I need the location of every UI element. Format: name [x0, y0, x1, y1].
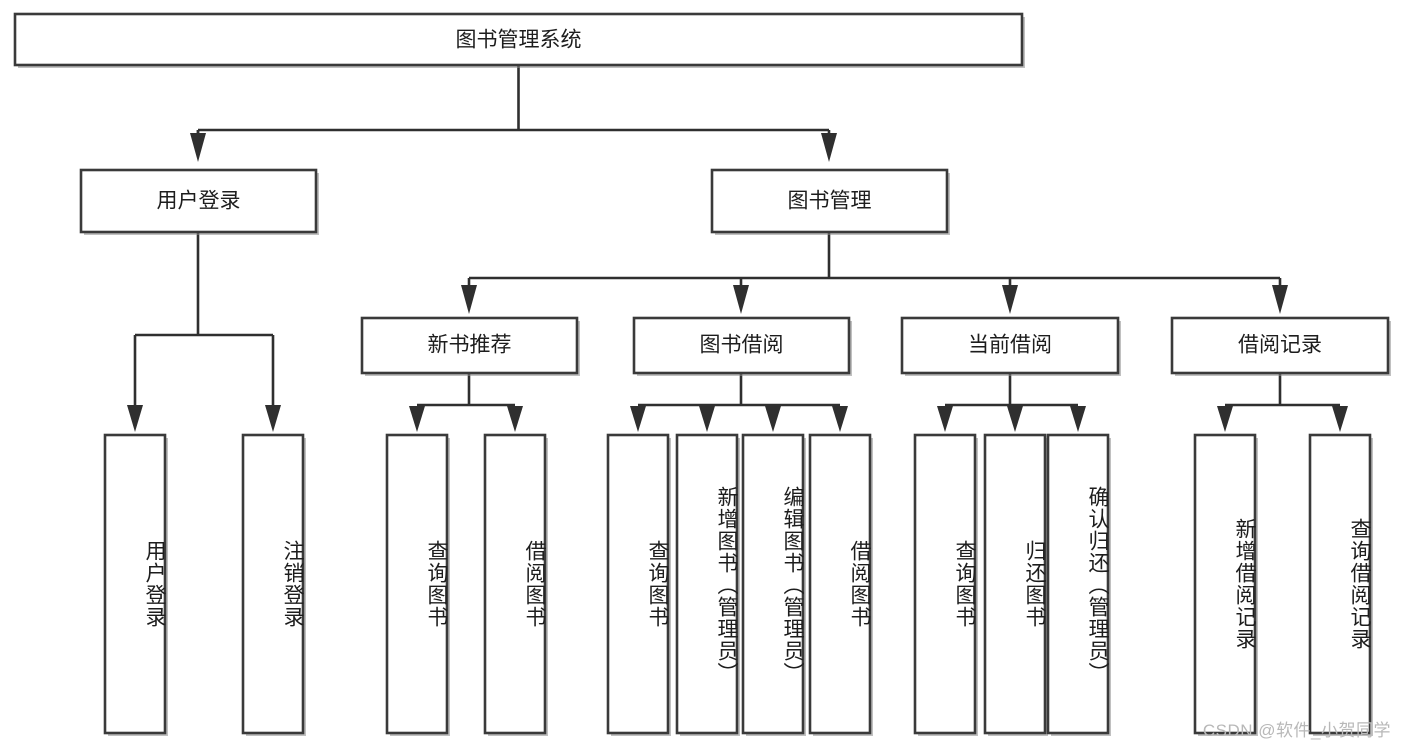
leaf-edit-book-rect[interactable] [741, 433, 805, 735]
arrow-to-leaf-query-book-2 [630, 406, 646, 432]
leaf-confirm-return-rect[interactable] [1046, 433, 1110, 735]
node-book-manage-rect [710, 168, 949, 234]
node-book-borrow[interactable]: 图书借阅 [632, 316, 852, 376]
leaf-add-record-rect[interactable] [1193, 433, 1257, 735]
node-current-borrow[interactable]: 当前借阅 [900, 316, 1121, 376]
arrow-to-leaf-add-book [699, 406, 715, 432]
connector-group-user-login-to-leaves [127, 232, 281, 432]
node-root-label: 图书管理系统 [456, 29, 582, 52]
arrow-to-leaf-add-record [1217, 406, 1233, 432]
node-borrow-record-rect [1170, 316, 1390, 375]
leaf-borrow-book-1-rect[interactable] [483, 433, 547, 735]
arrow-to-leaf-confirm-return [1070, 406, 1086, 432]
leaf-return-book-rect[interactable] [983, 433, 1047, 735]
leaf-user-login-rect[interactable] [103, 433, 167, 735]
arrow-to-leaf-query-record [1332, 406, 1348, 432]
node-current-borrow-rect [900, 316, 1120, 375]
node-current-borrow-label: 当前借阅 [968, 334, 1052, 357]
arrow-to-new-book-recommend [461, 285, 477, 314]
leaf-user-logout-rect[interactable] [241, 433, 305, 735]
connector-group-borrow-record-to-leaves [1217, 373, 1348, 432]
node-borrow-record[interactable]: 借阅记录 [1170, 316, 1391, 376]
arrow-to-book-manage [821, 133, 837, 162]
node-book-manage[interactable]: 图书管理 [710, 168, 950, 235]
node-user-login-rect [79, 168, 318, 234]
arrow-to-leaf-query-book-3 [937, 406, 953, 432]
arrow-to-user-login [190, 133, 206, 162]
node-book-borrow-rect [632, 316, 851, 375]
node-root-rect [13, 12, 1024, 67]
node-user-login[interactable]: 用户登录 [79, 168, 319, 235]
leaf-add-book-rect[interactable] [675, 433, 739, 735]
node-new-book-recommend-label: 新书推荐 [428, 334, 512, 357]
node-new-book-recommend[interactable]: 新书推荐 [360, 316, 580, 376]
arrow-to-leaf-borrow-book-2 [832, 406, 848, 432]
connector-group-current-borrow-to-leaves [937, 373, 1086, 432]
arrow-to-leaf-user-logout [265, 405, 281, 432]
connector-group-root-to-level2 [190, 65, 837, 162]
leaf-borrow-book-2-rect[interactable] [808, 433, 872, 735]
node-book-borrow-label: 图书借阅 [700, 334, 784, 357]
node-root[interactable]: 图书管理系统 [13, 12, 1025, 68]
connector-group-new-book-recommend-to-leaves [409, 373, 523, 432]
csdn-watermark: CSDN @软件_小贺同学 [1202, 721, 1391, 740]
node-new-book-recommend-rect [360, 316, 579, 375]
arrow-to-leaf-query-book-1 [409, 406, 425, 432]
leaf-query-book-2-rect[interactable] [606, 433, 670, 735]
connector-group-book-manage-to-level3 [461, 232, 1288, 314]
leaf-query-book-1-rect[interactable] [385, 433, 449, 735]
node-book-manage-label: 图书管理 [788, 190, 872, 213]
node-user-login-label: 用户登录 [157, 190, 241, 213]
node-borrow-record-label: 借阅记录 [1238, 334, 1322, 357]
leaf-query-book-3-rect[interactable] [913, 433, 977, 735]
connector-group-book-borrow-to-leaves [630, 373, 848, 432]
leaf-box-group [103, 433, 1373, 736]
arrow-to-leaf-edit-book [765, 406, 781, 432]
arrow-to-current-borrow [1002, 285, 1018, 314]
arrow-to-borrow-record [1272, 285, 1288, 314]
arrow-to-leaf-return-book [1007, 406, 1023, 432]
arrow-to-leaf-borrow-book-1 [507, 406, 523, 432]
leaf-query-record-rect[interactable] [1308, 433, 1372, 735]
arrow-to-leaf-user-login [127, 405, 143, 432]
arrow-to-book-borrow [733, 285, 749, 314]
